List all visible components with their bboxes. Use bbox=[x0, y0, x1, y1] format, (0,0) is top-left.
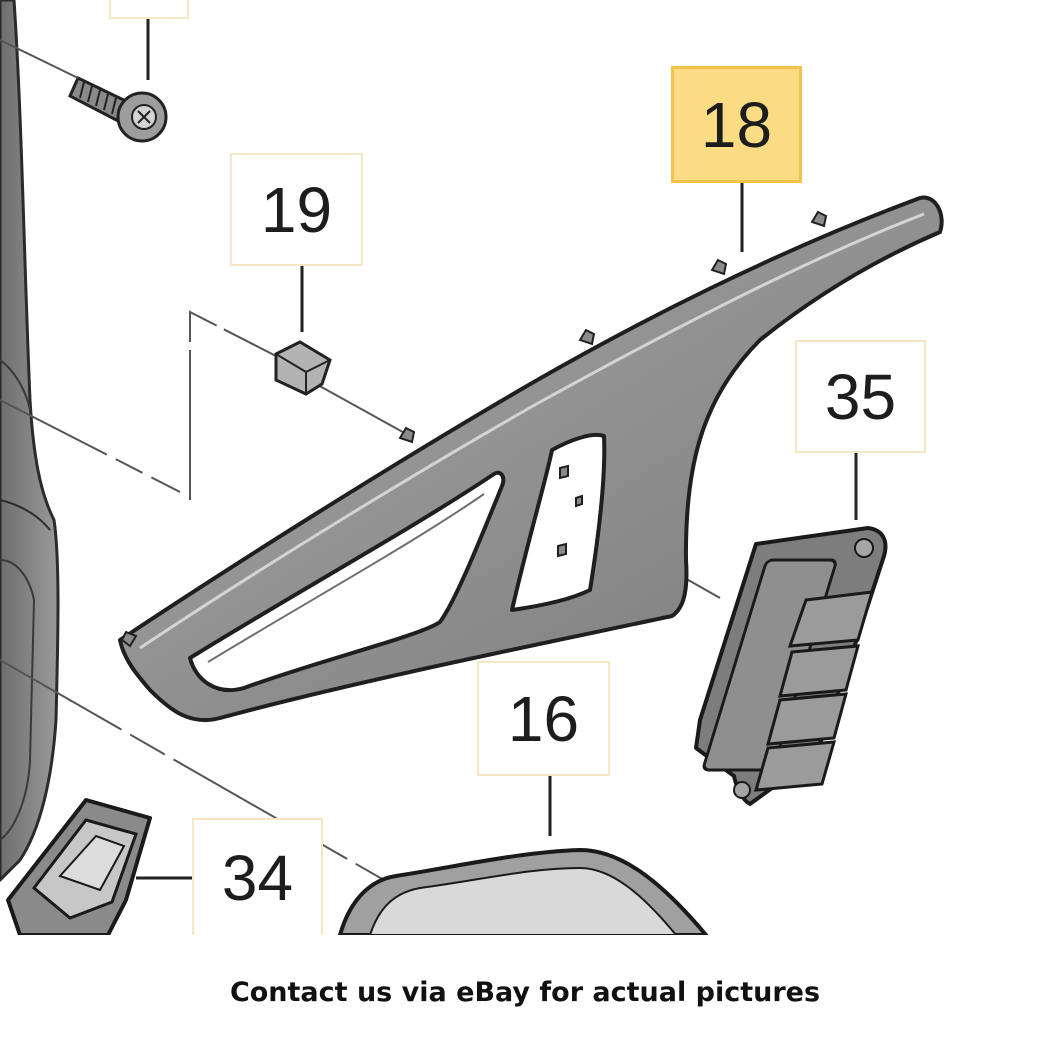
button-part-34[interactable] bbox=[6, 798, 152, 935]
trim-panel-part-18[interactable] bbox=[118, 195, 944, 723]
callout-18[interactable]: 18 bbox=[671, 66, 802, 183]
callout-34[interactable]: 34 bbox=[192, 818, 323, 935]
clip-part-19 bbox=[274, 340, 332, 396]
footer-note: Contact us via eBay for actual pictures bbox=[0, 935, 1050, 1050]
callout-16[interactable]: 16 bbox=[477, 661, 610, 776]
housing-part-16[interactable] bbox=[338, 848, 708, 935]
callout-box-top-partial bbox=[109, 0, 189, 19]
door-panel-edge bbox=[0, 0, 60, 883]
callout-19[interactable]: 19 bbox=[230, 153, 363, 266]
parts-diagram bbox=[0, 0, 944, 935]
callout-35[interactable]: 35 bbox=[795, 340, 926, 453]
screw bbox=[68, 75, 168, 143]
switch-part-35[interactable] bbox=[694, 526, 888, 806]
